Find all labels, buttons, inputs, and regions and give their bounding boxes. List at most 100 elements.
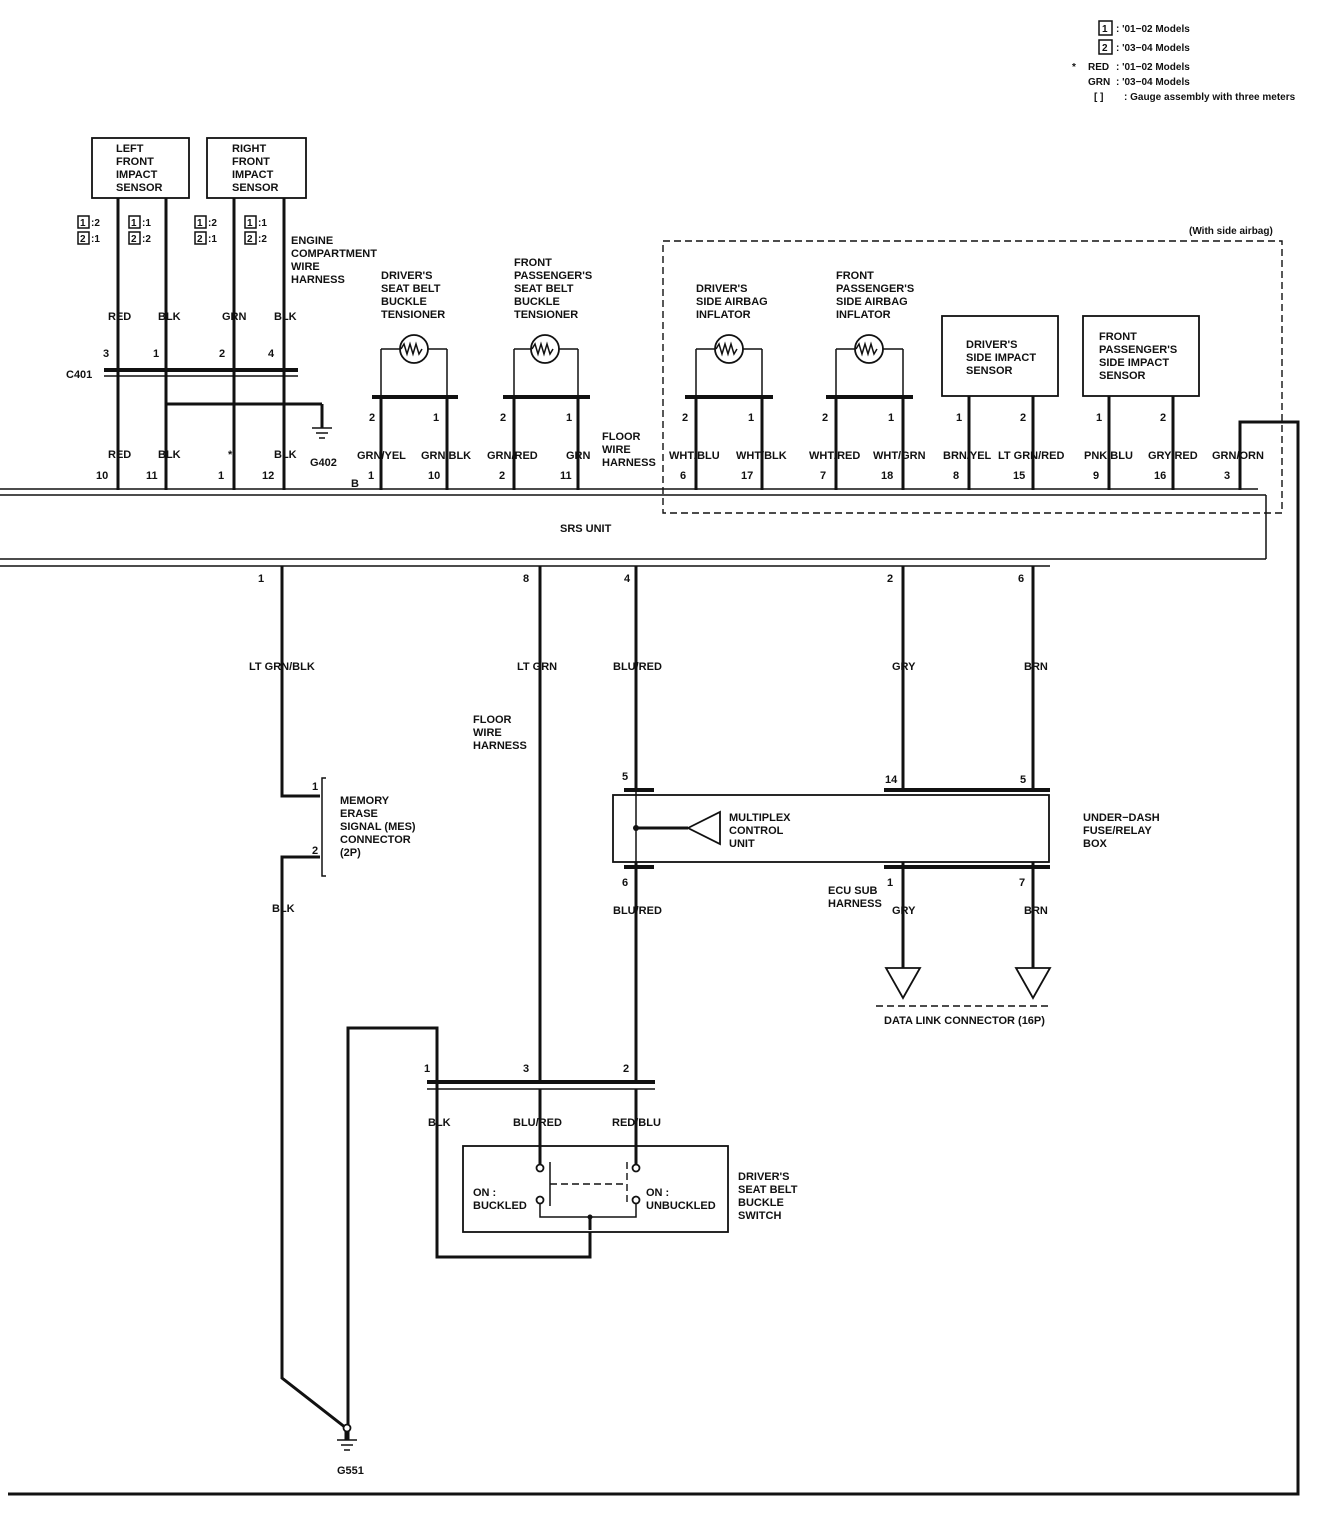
- on-buckled-label: ON : BUCKLED: [473, 1187, 527, 1212]
- svg-text:2: 2: [247, 234, 253, 245]
- svg-text:1: 1: [312, 781, 318, 793]
- svg-text:WHT/RED: WHT/RED: [809, 450, 860, 462]
- g551-label: G551: [337, 1465, 364, 1477]
- svg-text::1: :1: [208, 234, 217, 245]
- svg-text::2: :2: [258, 234, 267, 245]
- svg-text::2: :2: [208, 218, 217, 229]
- buckle-switch-connector: 1 3 2 BLK BLU/RED RED/BLU: [424, 1063, 661, 1129]
- svg-text:12: 12: [262, 470, 274, 482]
- data-link-connector-label: DATA LINK CONNECTOR (16P): [884, 1015, 1045, 1027]
- svg-text:2: 2: [499, 470, 505, 482]
- passenger-side-inflator-label: FRONT PASSENGER'S SIDE AIRBAG INFLATOR: [836, 270, 917, 321]
- passenger-tensioner: FRONT PASSENGER'S SEAT BELT BUCKLE TENSI…: [503, 257, 595, 399]
- svg-text:GRY: GRY: [892, 661, 916, 673]
- svg-text:3: 3: [1224, 470, 1230, 482]
- svg-text:6: 6: [1018, 573, 1024, 585]
- svg-text:1: 1: [153, 348, 159, 360]
- svg-text:WHT/BLK: WHT/BLK: [736, 450, 787, 462]
- lower-wire-labels: 1 8 4 2 6 LT GRN/BLK LT GRN BLU/RED GRY …: [249, 573, 1048, 673]
- dlc-pin-brn-symbol: [1014, 967, 1052, 1000]
- module-wire-labels: 2 1 2 1 2 1 2 1 1 2 1 2 GRN/YEL GRN/BLK …: [351, 412, 1264, 490]
- svg-text:1: 1: [197, 218, 203, 229]
- multiplex-amp-symbol: [685, 810, 721, 846]
- svg-text:15: 15: [1013, 470, 1025, 482]
- g402-label: G402: [310, 457, 337, 469]
- model-pin-table: 1:2 2:1 1:1 2:2 1:2 2:1 1:1 2:2: [77, 215, 267, 245]
- svg-text:B: B: [351, 478, 359, 490]
- svg-text:LT GRN: LT GRN: [517, 661, 557, 673]
- svg-text:1: 1: [748, 412, 754, 424]
- data-link-connector: DATA LINK CONNECTOR (16P): [876, 967, 1052, 1027]
- svg-text:10: 10: [428, 470, 440, 482]
- svg-text:2: 2: [1160, 412, 1166, 424]
- svg-text:1: 1: [80, 218, 86, 229]
- svg-text:BLK: BLK: [158, 449, 181, 461]
- svg-text:GRN: GRN: [222, 311, 247, 323]
- svg-text:2: 2: [500, 412, 506, 424]
- legend-model2-number: 2: [1102, 43, 1108, 54]
- driver-side-impact-sensor: [941, 315, 1059, 397]
- svg-text:5: 5: [622, 771, 628, 783]
- legend-red-code: RED: [1088, 62, 1109, 73]
- svg-text:2: 2: [312, 845, 318, 857]
- svg-text:GRN: GRN: [566, 450, 591, 462]
- c401-label: C401: [66, 369, 92, 381]
- svg-text:PNK/BLU: PNK/BLU: [1084, 450, 1133, 462]
- svg-text:LT GRN/BLK: LT GRN/BLK: [249, 661, 315, 673]
- legend-grn-code: GRN: [1088, 77, 1110, 88]
- driver-side-impact-sensor-label: DRIVER'S SIDE IMPACT SENSOR: [966, 339, 1039, 377]
- passenger-tensioner-label: FRONT PASSENGER'S SEAT BELT BUCKLE TENSI…: [514, 257, 595, 321]
- svg-text:2: 2: [887, 573, 893, 585]
- top-wire-labels: RED BLK GRN BLK 3 1 2 4 RED BLK * BLK 10…: [96, 311, 297, 482]
- mes-connector: 1 2 MEMORY ERASE SIGNAL (MES) CONNECTOR …: [272, 777, 419, 915]
- svg-text:4: 4: [268, 348, 275, 360]
- svg-text:2: 2: [219, 348, 225, 360]
- svg-text:BLU/RED: BLU/RED: [513, 1117, 562, 1129]
- svg-text:1: 1: [258, 573, 264, 585]
- dlc-pin-gry-symbol: [884, 967, 922, 1000]
- driver-side-inflator-label: DRIVER'S SIDE AIRBAG INFLATOR: [696, 283, 771, 321]
- svg-text:*: *: [228, 449, 233, 461]
- svg-text:1: 1: [566, 412, 572, 424]
- svg-text::2: :2: [142, 234, 151, 245]
- mes-connector-label: MEMORY ERASE SIGNAL (MES) CONNECTOR (2P): [340, 795, 419, 859]
- floor-harness-mid-label: FLOOR WIRE HARNESS: [473, 714, 527, 752]
- engine-compartment-harness-label: ENGINE COMPARTMENT WIRE HARNESS: [291, 235, 380, 286]
- passenger-side-impact-sensor: [1082, 315, 1200, 397]
- legend-red-text: : '01−02 Models: [1116, 62, 1190, 73]
- mes-out-color: BLK: [272, 903, 295, 915]
- legend-bracket: [ ]: [1094, 92, 1103, 103]
- svg-text:5: 5: [1020, 774, 1026, 786]
- svg-text:BRN: BRN: [1024, 905, 1048, 917]
- svg-text:8: 8: [523, 573, 529, 585]
- svg-text:GRN/BLK: GRN/BLK: [421, 450, 471, 462]
- svg-text:2: 2: [197, 234, 203, 245]
- svg-text:3: 3: [523, 1063, 529, 1075]
- legend: 1 : '01−02 Models 2 : '03−04 Models * RE…: [1072, 20, 1296, 103]
- svg-text:BLU/RED: BLU/RED: [613, 905, 662, 917]
- svg-text:LT GRN/RED: LT GRN/RED: [998, 450, 1064, 462]
- svg-text:BLK: BLK: [274, 449, 297, 461]
- ecu-sub-harness-label: ECU SUB HARNESS: [828, 885, 882, 910]
- driver-tensioner: DRIVER'S SEAT BELT BUCKLE TENSIONER: [372, 270, 458, 399]
- svg-text:2: 2: [623, 1063, 629, 1075]
- svg-text:17: 17: [741, 470, 753, 482]
- driver-tensioner-label: DRIVER'S SEAT BELT BUCKLE TENSIONER: [381, 270, 445, 321]
- right-front-impact-sensor: [206, 137, 307, 199]
- svg-text:3: 3: [103, 348, 109, 360]
- multiplex-control-unit-label: MULTIPLEX CONTROL UNIT: [729, 812, 794, 850]
- svg-text:1: 1: [247, 218, 253, 229]
- legend-model2-text: : '03−04 Models: [1116, 43, 1190, 54]
- svg-text:7: 7: [1019, 877, 1025, 889]
- svg-text:GRN/ORN: GRN/ORN: [1212, 450, 1264, 462]
- underdash-fuse-relay-box: MULTIPLEX CONTROL UNIT UNDER−DASH FUSE/R…: [612, 771, 1160, 917]
- svg-text:2: 2: [131, 234, 137, 245]
- svg-text:GRY/RED: GRY/RED: [1148, 450, 1198, 462]
- svg-text:BLK: BLK: [274, 311, 297, 323]
- legend-star: *: [1072, 62, 1076, 73]
- svg-text:2: 2: [1020, 412, 1026, 424]
- left-front-impact-sensor-label: LEFT FRONT IMPACT SENSOR: [116, 143, 163, 194]
- srs-unit: SRS UNIT: [0, 488, 1267, 567]
- srs-unit-label: SRS UNIT: [560, 523, 612, 535]
